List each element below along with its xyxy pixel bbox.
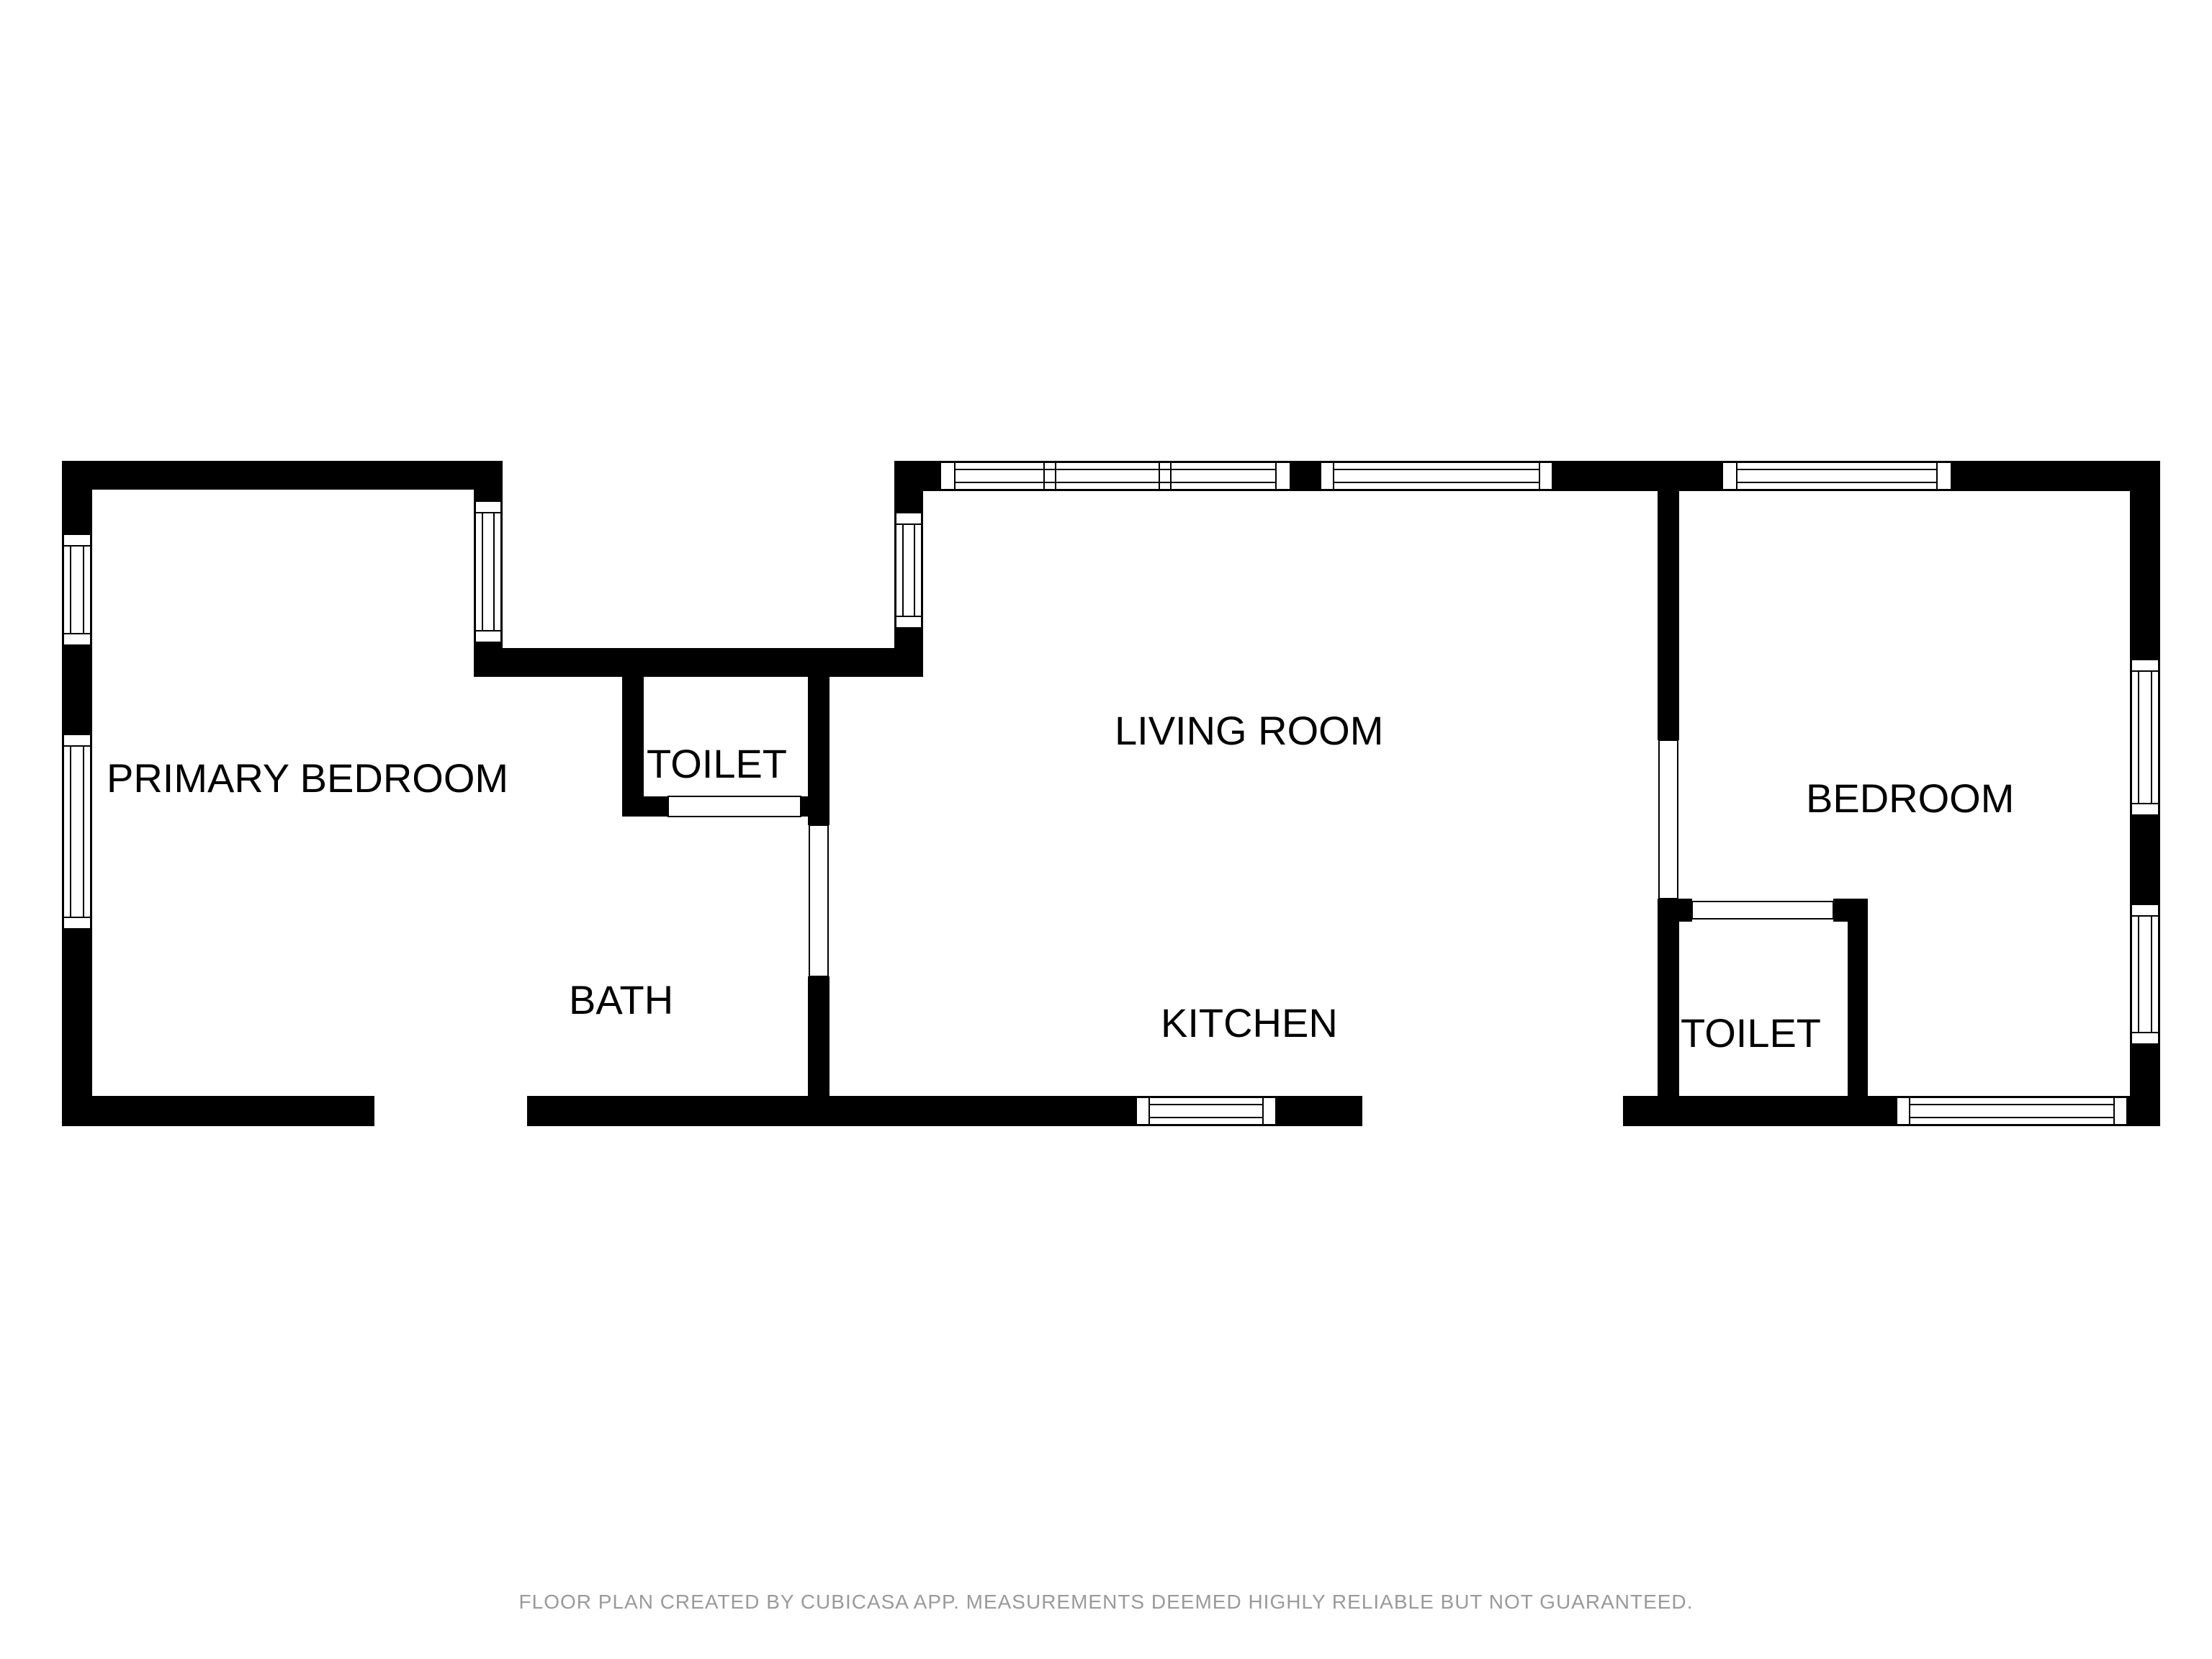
- window-notch-right: [895, 512, 922, 629]
- openings: [374, 739, 1834, 1126]
- window-bedroom-right-upper: [2131, 659, 2159, 816]
- window-bedroom-top: [1722, 462, 1952, 490]
- wall-toilet2-top-left: [1658, 899, 1692, 922]
- window-bedroom-right-lower: [2131, 904, 2159, 1045]
- window-bedroom-bottom: [1896, 1097, 2128, 1125]
- windows: [63, 462, 2159, 1125]
- door-toilet1: [667, 796, 801, 817]
- door-living-bedroom: [1658, 739, 1678, 899]
- label-kitchen: KITCHEN: [1161, 1000, 1338, 1046]
- label-toilet-1: TOILET: [647, 741, 787, 786]
- window-living-top-2: [1320, 462, 1553, 490]
- wall-notch-bottom: [474, 648, 923, 677]
- label-living-room: LIVING ROOM: [1115, 708, 1383, 753]
- label-bedroom: BEDROOM: [1806, 775, 2014, 821]
- door-primary-bottom: [374, 1096, 527, 1126]
- label-primary-bedroom: PRIMARY BEDROOM: [107, 755, 508, 801]
- wall-living-bedroom-upper: [1658, 461, 1679, 740]
- door-toilet2: [1691, 901, 1834, 920]
- door-bath-living: [809, 824, 829, 977]
- label-bath: BATH: [569, 977, 673, 1022]
- window-primary-left-upper: [63, 534, 91, 646]
- wall-bath-living-lower: [808, 976, 830, 1120]
- window-primary-left-lower: [63, 734, 91, 930]
- label-toilet-2: TOILET: [1681, 1010, 1821, 1056]
- wall-primary-top: [62, 461, 503, 490]
- wall-toilet2-right: [1848, 899, 1868, 1115]
- wall-toilet1-left: [622, 648, 644, 817]
- room-labels: PRIMARY BEDROOM TOILET BATH LIVING ROOM …: [107, 708, 2014, 1056]
- window-living-top-1: [940, 462, 1291, 490]
- window-notch-left: [475, 500, 502, 643]
- wall-living-bedroom-lower: [1658, 899, 1679, 1115]
- window-kitchen-bottom: [1136, 1097, 1277, 1125]
- footer-disclaimer: FLOOR PLAN CREATED BY CUBICASA APP. MEAS…: [519, 1591, 1694, 1613]
- wall-toilet1-bottom-left: [622, 796, 668, 817]
- wall-bath-living-upper: [808, 648, 830, 825]
- door-kitchen-bottom: [1362, 1096, 1623, 1126]
